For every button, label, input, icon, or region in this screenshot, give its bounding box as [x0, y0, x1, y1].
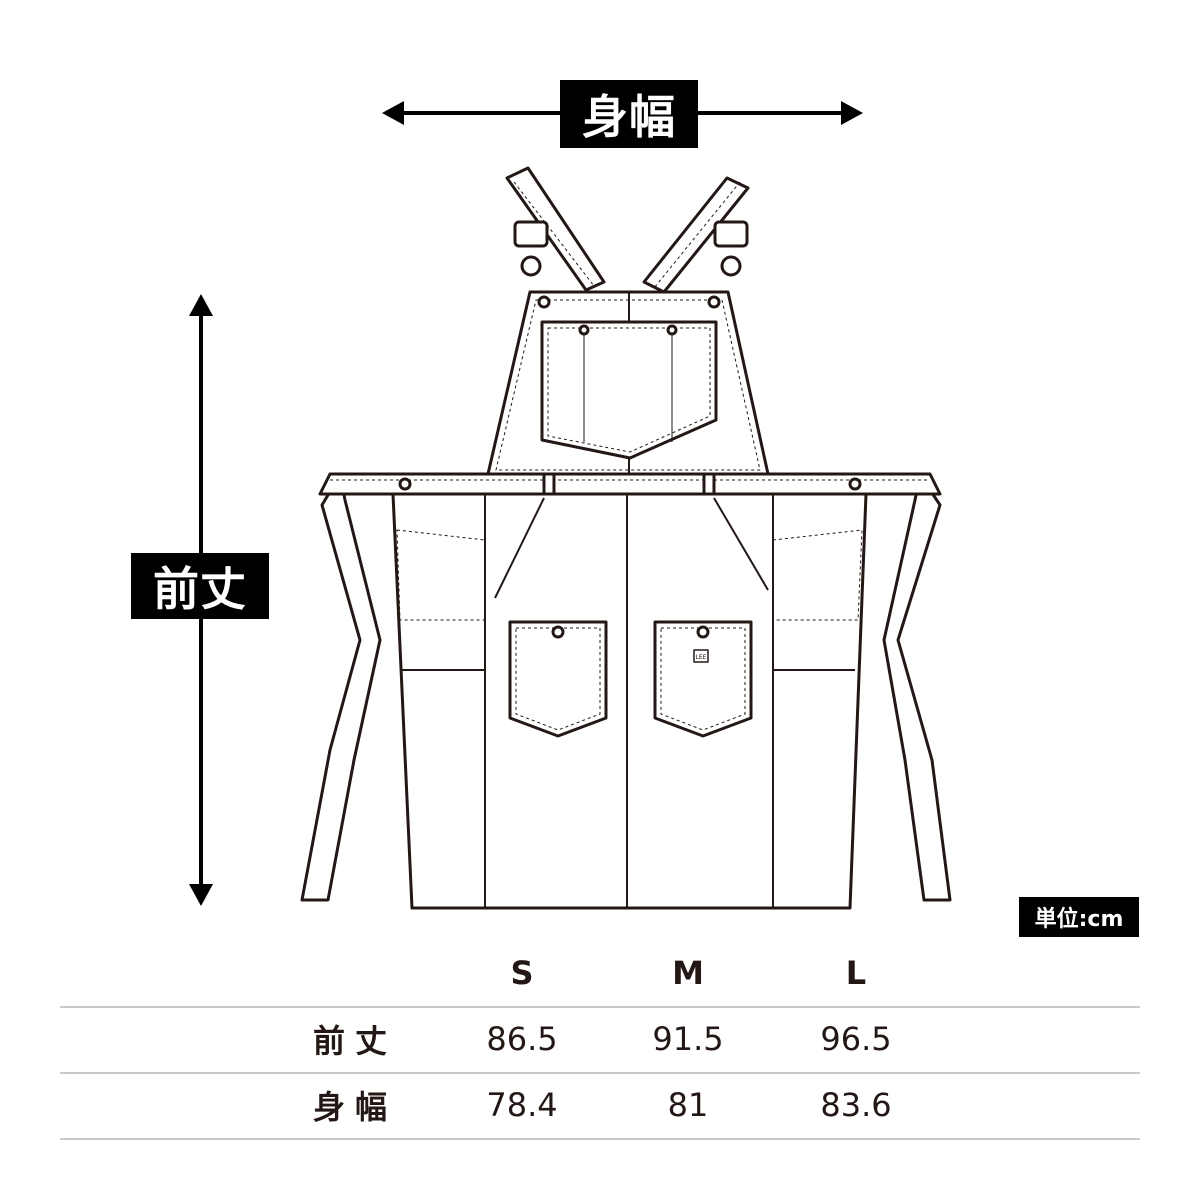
left-buckle	[513, 220, 549, 248]
column-header-s: S	[510, 954, 534, 992]
right-buckle	[713, 220, 749, 248]
waist-band	[318, 472, 942, 496]
row-label: 前丈	[312, 1022, 397, 1060]
length-label: 前丈	[131, 553, 269, 619]
left-strap	[505, 166, 606, 292]
length-arrow	[189, 294, 213, 906]
table-cell: 81	[667, 1086, 709, 1124]
left-lower-pocket	[508, 620, 608, 738]
table-row: 身幅 78.4 81 83.6	[60, 1072, 1140, 1140]
row-divider	[60, 1006, 1140, 1008]
column-header-m: M	[672, 954, 704, 992]
apron-illustration: LEE	[189, 101, 952, 910]
row-divider	[60, 1072, 1140, 1074]
table-cell: 96.5	[820, 1020, 892, 1058]
width-label: 身幅	[560, 80, 698, 148]
table-cell: 83.6	[820, 1086, 892, 1124]
right-waist-tie	[882, 473, 952, 902]
size-table: S M L 前丈 86.5 91.5 96.5 身幅 78.4 81 83.6	[60, 940, 1140, 1140]
unit-badge: 単位:cm	[1019, 897, 1139, 937]
left-side-pocket	[396, 529, 486, 621]
right-lower-pocket	[653, 620, 753, 738]
column-header-l: L	[845, 954, 867, 992]
table-header-row: S M L	[60, 940, 1140, 1006]
table-cell: 91.5	[652, 1020, 724, 1058]
width-arrow	[382, 101, 863, 125]
apron-skirt	[391, 492, 868, 910]
table-row: 前丈 86.5 91.5 96.5	[60, 1006, 1140, 1072]
row-label: 身幅	[312, 1088, 397, 1126]
apron-outline	[300, 166, 952, 910]
brand-tag-text: LEE	[696, 654, 707, 661]
brand-tag	[693, 649, 709, 663]
table-cell: 78.4	[486, 1086, 558, 1124]
table-cell: 86.5	[486, 1020, 558, 1058]
row-divider	[60, 1138, 1140, 1140]
left-waist-tie	[300, 473, 382, 902]
apron-diagram: LEE 身幅 前丈 単位:cm	[131, 80, 1139, 937]
